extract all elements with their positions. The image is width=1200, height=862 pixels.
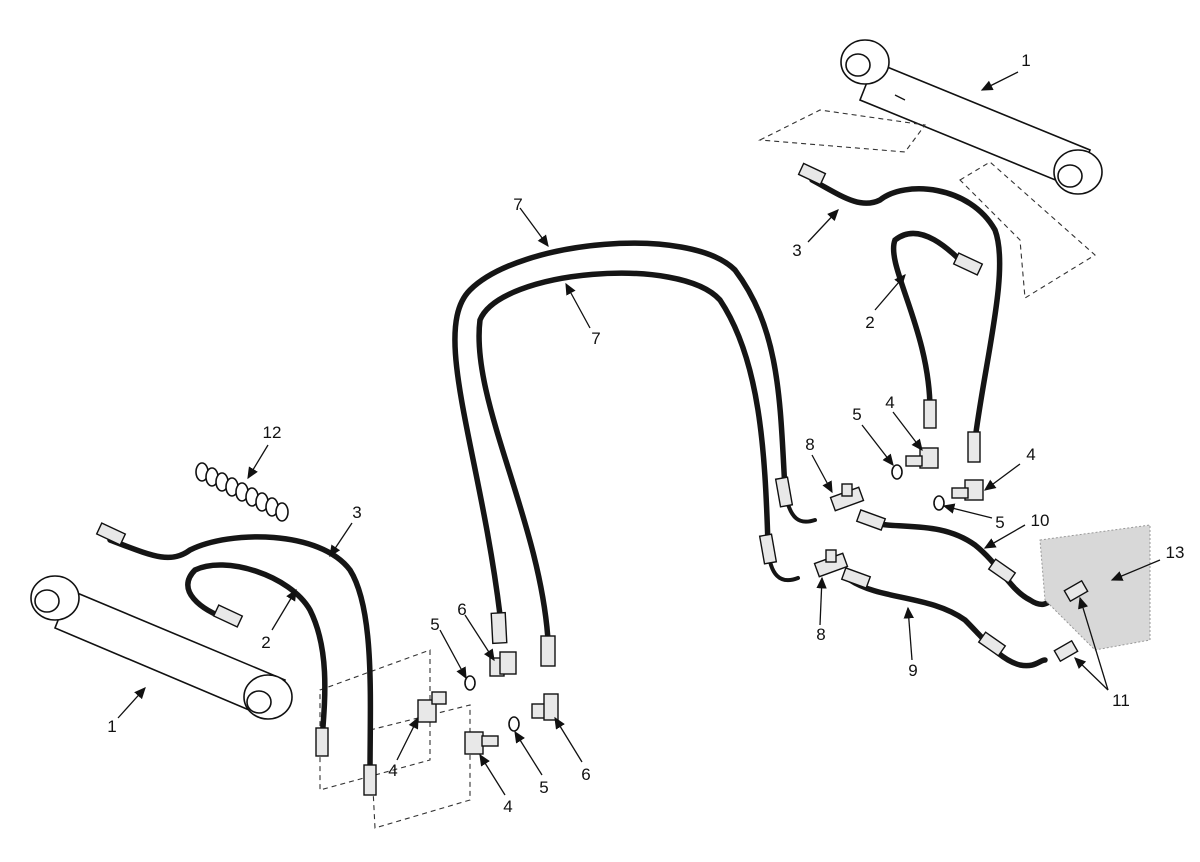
callout-8-lower: 8 bbox=[816, 625, 825, 644]
leader-lines bbox=[117, 71, 1161, 796]
valve-block-13 bbox=[1039, 524, 1151, 651]
mount-outline-4 bbox=[369, 704, 471, 829]
callout-6-upper: 6 bbox=[457, 600, 466, 619]
callout-4-right-lower: 4 bbox=[1026, 445, 1035, 464]
callout-4-left-lower: 4 bbox=[503, 797, 512, 816]
callout-1-bottom: 1 bbox=[107, 717, 116, 736]
fitting-6-upper bbox=[489, 651, 517, 677]
fitting-6-lower bbox=[531, 693, 559, 721]
callout-4-right-upper: 4 bbox=[885, 393, 894, 412]
fitting-4-left-upper bbox=[417, 691, 447, 723]
hose-10 bbox=[865, 519, 1058, 608]
callout-5-right-upper: 5 bbox=[852, 405, 861, 424]
callout-2-right: 2 bbox=[865, 313, 874, 332]
callout-1-top: 1 bbox=[1021, 51, 1030, 70]
hose-7-outer bbox=[452, 240, 788, 618]
fitting-8-upper-tee bbox=[829, 483, 865, 512]
callout-7-outer: 7 bbox=[513, 195, 522, 214]
o-rings bbox=[464, 464, 945, 732]
mount-outline-2 bbox=[959, 161, 1096, 299]
hose-7-inner bbox=[476, 270, 771, 643]
fitting-4-right-lower bbox=[951, 479, 984, 501]
mount-outline-1 bbox=[757, 109, 926, 153]
cylinder-top-right bbox=[840, 39, 1103, 195]
callout-12: 12 bbox=[263, 423, 282, 442]
mount-outline-3 bbox=[319, 649, 431, 791]
callout-9: 9 bbox=[908, 661, 917, 680]
fitting-4-right-upper bbox=[905, 447, 939, 469]
callout-11: 11 bbox=[1112, 691, 1130, 710]
cylinder-bottom-left bbox=[30, 575, 293, 720]
callout-5-right-lower: 5 bbox=[995, 513, 1004, 532]
callout-4-left-upper: 4 bbox=[388, 761, 397, 780]
hose-2-right bbox=[890, 230, 971, 413]
callout-8-upper: 8 bbox=[805, 435, 814, 454]
spring-coil bbox=[195, 462, 289, 522]
callout-5-left-upper: 5 bbox=[430, 615, 439, 634]
callout-13: 13 bbox=[1166, 543, 1185, 562]
callout-7-inner: 7 bbox=[591, 329, 600, 348]
hose-2-left bbox=[185, 562, 328, 743]
adapters-11 bbox=[1053, 579, 1089, 663]
callout-2-left: 2 bbox=[261, 633, 270, 652]
hose-end-fittings bbox=[95, 162, 1017, 796]
callout-3-right: 3 bbox=[792, 241, 801, 260]
fitting-4-left-lower bbox=[464, 731, 499, 755]
hose-9 bbox=[847, 577, 1048, 669]
callout-5-left-lower: 5 bbox=[539, 778, 548, 797]
hose-3-right bbox=[809, 177, 1003, 443]
callout-3-left: 3 bbox=[352, 503, 361, 522]
hose-3-left bbox=[107, 534, 374, 778]
fitting-8-lower-tee bbox=[813, 549, 849, 578]
callout-6-lower: 6 bbox=[581, 765, 590, 784]
callout-10: 10 bbox=[1031, 511, 1050, 530]
